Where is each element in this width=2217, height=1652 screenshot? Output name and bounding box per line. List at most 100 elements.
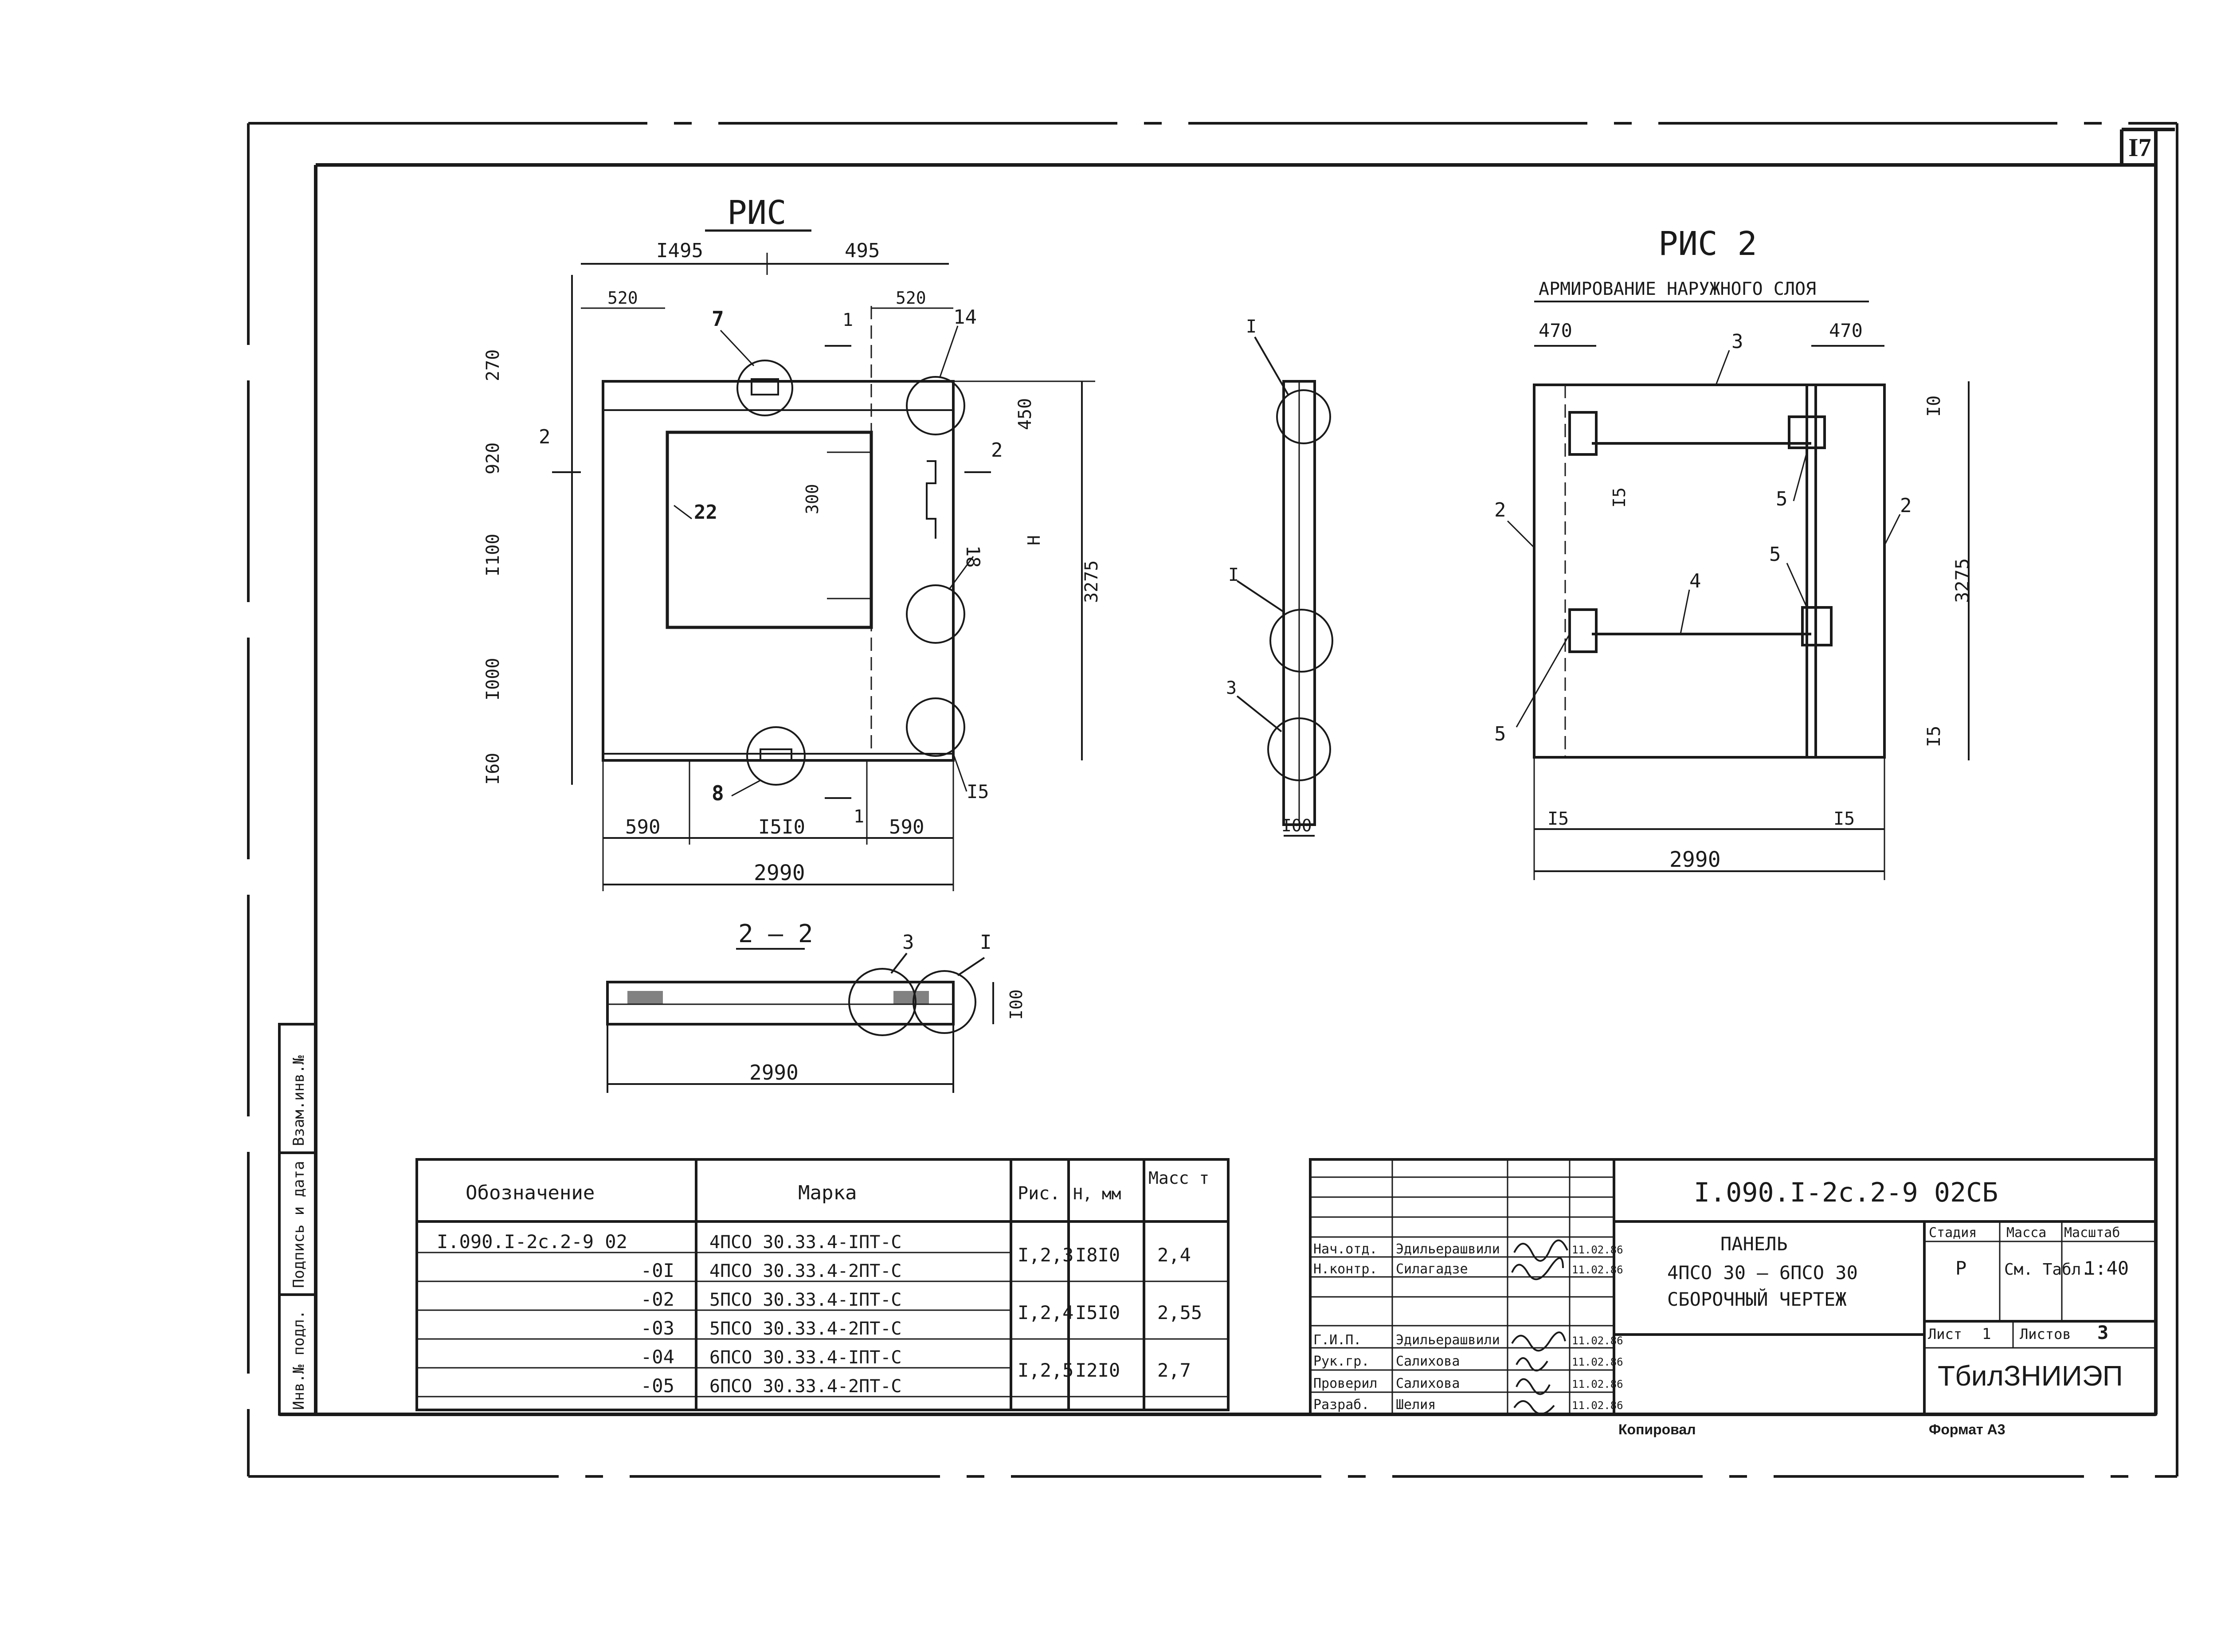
role-4-name: Салихова: [1396, 1354, 1460, 1369]
fig2-callout-5-c: 5: [1494, 723, 1506, 745]
fig2-callout-3: 3: [1731, 330, 1743, 353]
sheets-label: Листов: [2020, 1326, 2071, 1343]
fig1-dim-bottom-1: 590: [625, 816, 660, 838]
spec-header-mass: Масс т: [1148, 1168, 1209, 1188]
fig1-view: РИС I495 495 520 520 270 920 I100 I000 I…: [483, 194, 1102, 891]
fig2-dim-bottom-total: 2990: [1669, 847, 1721, 872]
spec-group-3-mass: 2,7: [1157, 1359, 1191, 1381]
fig2-dim-top-left: 470: [1539, 320, 1572, 341]
fig1-dim-right-4: H: [1024, 535, 1044, 545]
spec-row-6-designation: -05: [641, 1375, 674, 1397]
side-stamp-replace: Взам.инв.№: [290, 1055, 308, 1146]
fig2-callout-2-right: 2: [1900, 494, 1912, 517]
spec-group-1-mass: 2,4: [1157, 1244, 1191, 1266]
panel-outline: [602, 380, 955, 762]
fig1-dim-top-left: I495: [656, 239, 703, 262]
role-1: Нач.отд.: [1313, 1241, 1378, 1257]
spec-row-3-mark: 5ПСО 30.33.4-IПТ-С: [709, 1290, 901, 1310]
fig1-section-mark-1-top: 1: [842, 310, 853, 330]
signatures: [1511, 1239, 1568, 1415]
fig1-section-mark-2-right: 2: [991, 439, 1003, 462]
fig2-dim-right-10: I0: [1924, 395, 1944, 417]
fig1-dim-left-3: I100: [483, 534, 503, 576]
fig1-title: РИС: [727, 194, 787, 232]
scale-value: 1:40: [2084, 1257, 2129, 1279]
side-callout-1-mid: I: [1228, 565, 1239, 585]
spec-row-2-designation: -0I: [641, 1260, 674, 1281]
side-view: I I 3 I00: [1226, 317, 1333, 837]
spec-header-mark: Марка: [798, 1182, 857, 1204]
title-block: I.090.I-2с.2-9 02СБ ПАНЕЛЬ 4ПСО 30 – 6ПС…: [1309, 1158, 2157, 1416]
fig1-dim-left-4: I000: [483, 658, 503, 701]
side-stamp-sign: Подпись и дата: [290, 1161, 308, 1288]
fig2-dim-top-right: 470: [1829, 320, 1863, 341]
scale-header: Масштаб: [2064, 1225, 2120, 1241]
title-line-2: 4ПСО 30 – 6ПСО 30: [1667, 1262, 1858, 1284]
role-5: Проверил: [1313, 1376, 1378, 1391]
sheet-outline: [247, 122, 2178, 1478]
stage-value: Р: [1955, 1257, 1966, 1279]
fig1-dim-left-1: 270: [483, 349, 503, 381]
fig1-dim-top-right: 495: [845, 239, 880, 262]
spec-row-5-designation: -04: [641, 1346, 674, 1368]
fig1-dim-left-2: 920: [483, 442, 503, 474]
side-callout-1-top: I: [1246, 317, 1257, 337]
fig2-callout-5-b: 5: [1769, 543, 1781, 566]
sheet-no: 1: [1982, 1325, 1991, 1343]
fig1-callout-22: 22: [694, 501, 717, 524]
side-stamp: [278, 1023, 317, 1416]
role-2-name: Силагадзе: [1396, 1261, 1468, 1277]
fig1-callout-7: 7: [712, 307, 724, 331]
side-callout-3: 3: [1226, 678, 1237, 698]
role-3-name: Эдильерашвили: [1396, 1332, 1500, 1348]
fig1-callout-14: 14: [953, 306, 977, 329]
fig2-title: РИС 2: [1658, 225, 1757, 263]
section22-callout-1: I: [980, 931, 992, 954]
spec-group-2-fig: I,2,4: [1018, 1302, 1073, 1323]
spec-header-fig: Рис.: [1018, 1183, 1060, 1204]
spec-header-designation: Обозначение: [466, 1182, 595, 1204]
role-6-name: Шелия: [1396, 1397, 1436, 1413]
section22-callout-3: 3: [902, 931, 914, 954]
fig2-subtitle: АРМИРОВАНИЕ НАРУЖНОГО СЛОЯ: [1539, 279, 1816, 299]
title-code: I.090.I-2с.2-9 02СБ: [1694, 1177, 1998, 1208]
fig1-callout-15: I5: [967, 781, 989, 803]
fig1-dim-right-2: 300: [803, 484, 822, 514]
fig1-dim-left-5: I60: [483, 753, 503, 785]
spec-group-2-mass: 2,55: [1157, 1302, 1202, 1323]
fig1-dim-right-1: 450: [1015, 398, 1035, 430]
role-4-date: 11.02.86: [1572, 1356, 1623, 1368]
section-2-2: 2 — 2 3 I I00 2990: [606, 920, 1026, 1093]
fig1-sub-dim-right: 520: [896, 288, 926, 308]
fig1-section-mark-2-left: 2: [539, 426, 551, 448]
fig1-dim-right-3: 3275: [1081, 560, 1102, 603]
spec-group-1-h: I8I0: [1075, 1244, 1120, 1266]
section22-dim-100: I00: [1007, 989, 1026, 1020]
fig2-panel: [1533, 384, 1886, 759]
role-5-date: 11.02.86: [1572, 1378, 1623, 1390]
fig2-callout-5-a: 5: [1776, 488, 1788, 510]
fig1-section-mark-1-bottom: 1: [854, 806, 864, 827]
fig1-callout-8: 8: [712, 781, 724, 805]
spec-row-3-designation: -02: [641, 1288, 674, 1310]
mass-value: См. Табл.: [2004, 1261, 2091, 1279]
section22-title: 2 — 2: [738, 920, 813, 948]
fig1-callout-18: 18: [962, 545, 984, 568]
spec-group-3-fig: I,2,5: [1018, 1359, 1073, 1381]
fig1-dim-bottom-3: 590: [889, 816, 924, 838]
fig2-dim-bottom-15-right: I5: [1833, 809, 1855, 829]
role-1-date: 11.02.86: [1572, 1244, 1623, 1256]
sheet-number: I7: [2128, 133, 2151, 162]
fig2-callout-2-left: 2: [1494, 499, 1506, 521]
side-dim-100: I00: [1281, 816, 1312, 835]
role-3: Г.И.П.: [1313, 1332, 1361, 1348]
spec-group-2-h: I5I0: [1075, 1302, 1120, 1323]
org-name: ТбилЗНИИЭП: [1938, 1360, 2123, 1392]
role-2: Н.контр.: [1313, 1261, 1378, 1277]
side-stamp-inv: Инв.№ подл.: [290, 1310, 308, 1410]
spec-group-3-h: I2I0: [1075, 1359, 1120, 1381]
spec-row-4-designation: -03: [641, 1317, 674, 1339]
role-6: Разраб.: [1313, 1397, 1369, 1413]
role-2-date: 11.02.86: [1572, 1264, 1623, 1276]
